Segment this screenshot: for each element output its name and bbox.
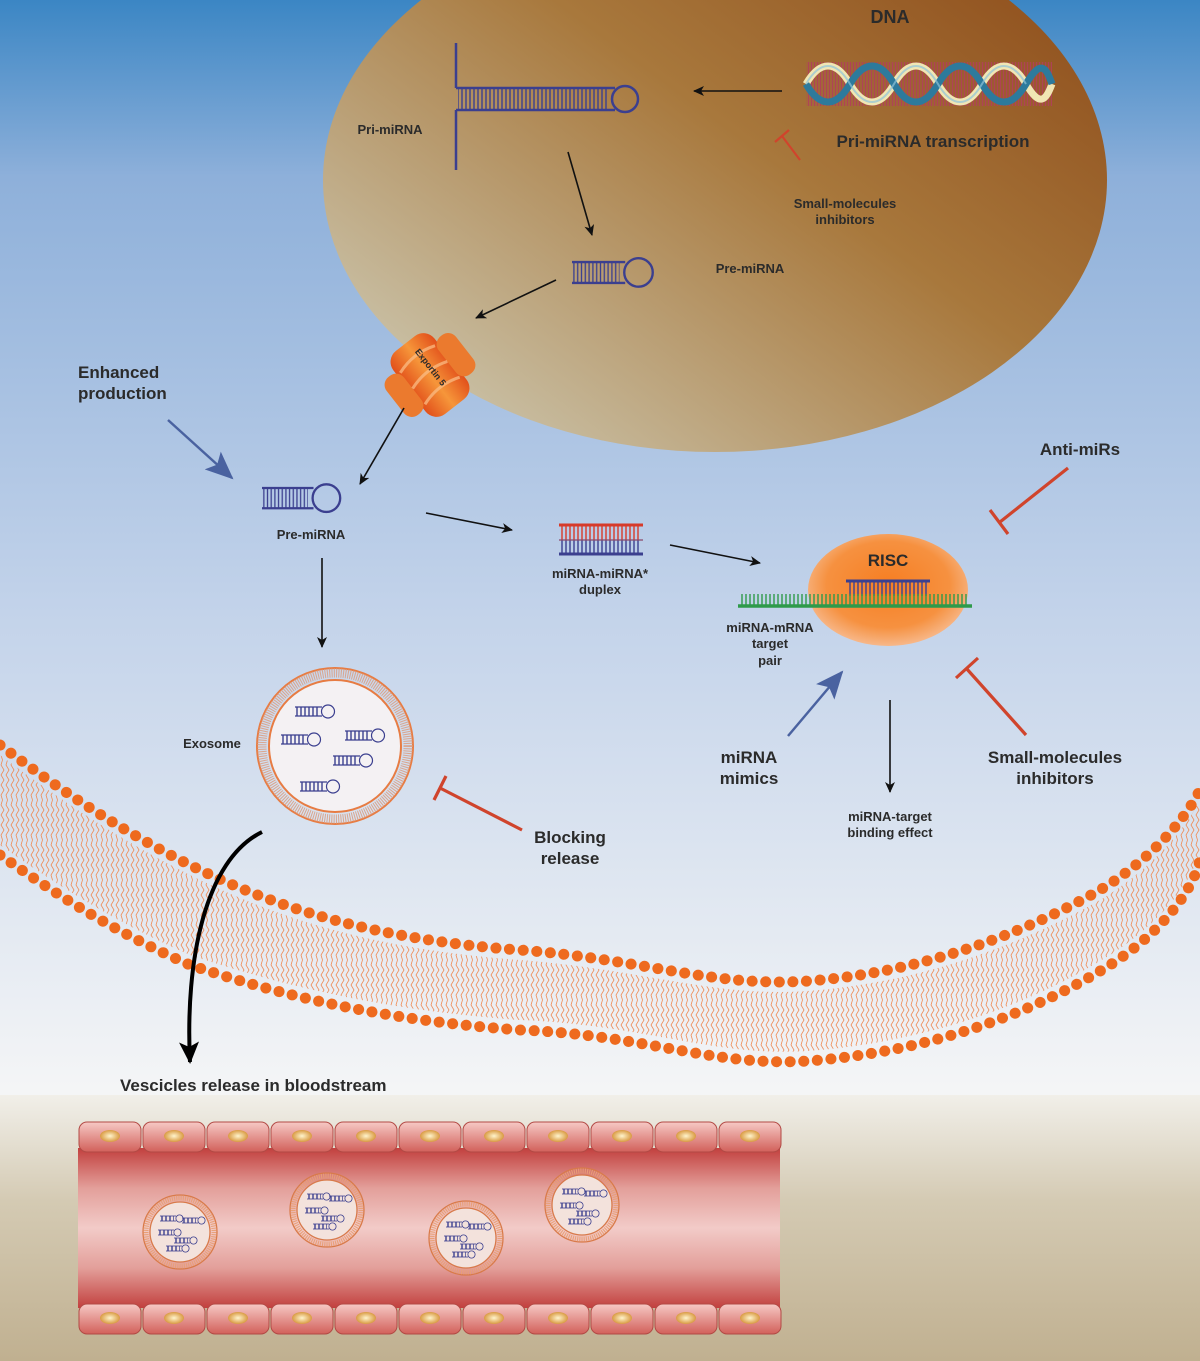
vessel-wall-cell [462,1121,526,1153]
vessel-wall-cell [142,1303,206,1335]
exosome-label: Exosome [183,736,241,751]
bloodstream-exosome [143,1195,217,1269]
inhibitor-bar-blocking-release [432,775,523,832]
risc-mirna-strand [846,579,930,596]
risc-label: RISC [867,551,909,570]
vessel-wall-cell [462,1303,526,1335]
exosome [256,667,414,825]
vesicle-release-arrow [179,830,263,1064]
vessel-wall-cell [718,1303,782,1335]
vessel-wall-cell [334,1303,398,1335]
vessel-wall-cell [270,1303,334,1335]
blood-vessel [78,1121,782,1335]
anti-mirs-label: Anti-miRs [1039,440,1121,459]
duplex-label: miRNA-miRNA*duplex [551,566,649,598]
vesicles-release-label: Vescicles release in bloodstream [120,1076,387,1095]
vessel-wall-cell [78,1303,142,1335]
vessel-wall-cell [78,1121,142,1153]
vessel-wall-cell [398,1303,462,1335]
inhibitor-bar-anti-mirs [988,466,1069,535]
pri-mirna-transcription-label: Pri-miRNA transcription [836,132,1030,151]
dna-helix-icon [802,62,1056,106]
mirna-duplex [559,523,643,556]
process-arrows [317,86,895,793]
vessel-wall-cell [526,1303,590,1335]
vessel-wall-cell [270,1121,334,1153]
dna-label: DNA [870,7,910,27]
nucleus [323,0,1107,452]
vessel-wall-cell [206,1121,270,1153]
vessel-wall-cell [654,1303,718,1335]
vessel-wall-cell [398,1121,462,1153]
vessel-wall-cell [590,1121,654,1153]
vessel-wall-cell [526,1121,590,1153]
exportin-5-icon [384,333,476,417]
inhibitor-bar-risc-small-molecules [954,656,1028,737]
vessel-wall-cell [334,1121,398,1153]
enhanced-production-arrow [167,419,234,480]
pre-mirna-cytoplasm-label: Pre-miRNA [276,527,346,542]
vessel-wall-cell [590,1303,654,1335]
inhibitor-bar-transcription [774,129,801,161]
vessel-wall-cell [718,1121,782,1153]
pre-mirna-nucleus-label: Pre-miRNA [715,261,785,276]
vessel-wall-cell [654,1121,718,1153]
mimics-arrow [787,670,844,737]
bloodstream-exosome [429,1201,503,1275]
pri-mirna-hairpin [454,43,640,170]
pri-mirna-label: Pri-miRNA [357,122,423,137]
bloodstream-exosome [290,1173,364,1247]
vessel-wall-cell [142,1121,206,1153]
cell-membrane [0,739,1200,1068]
bloodstream-exosome [545,1168,619,1242]
target-mrna-strand [738,594,972,608]
vessel-wall-cell [206,1303,270,1335]
